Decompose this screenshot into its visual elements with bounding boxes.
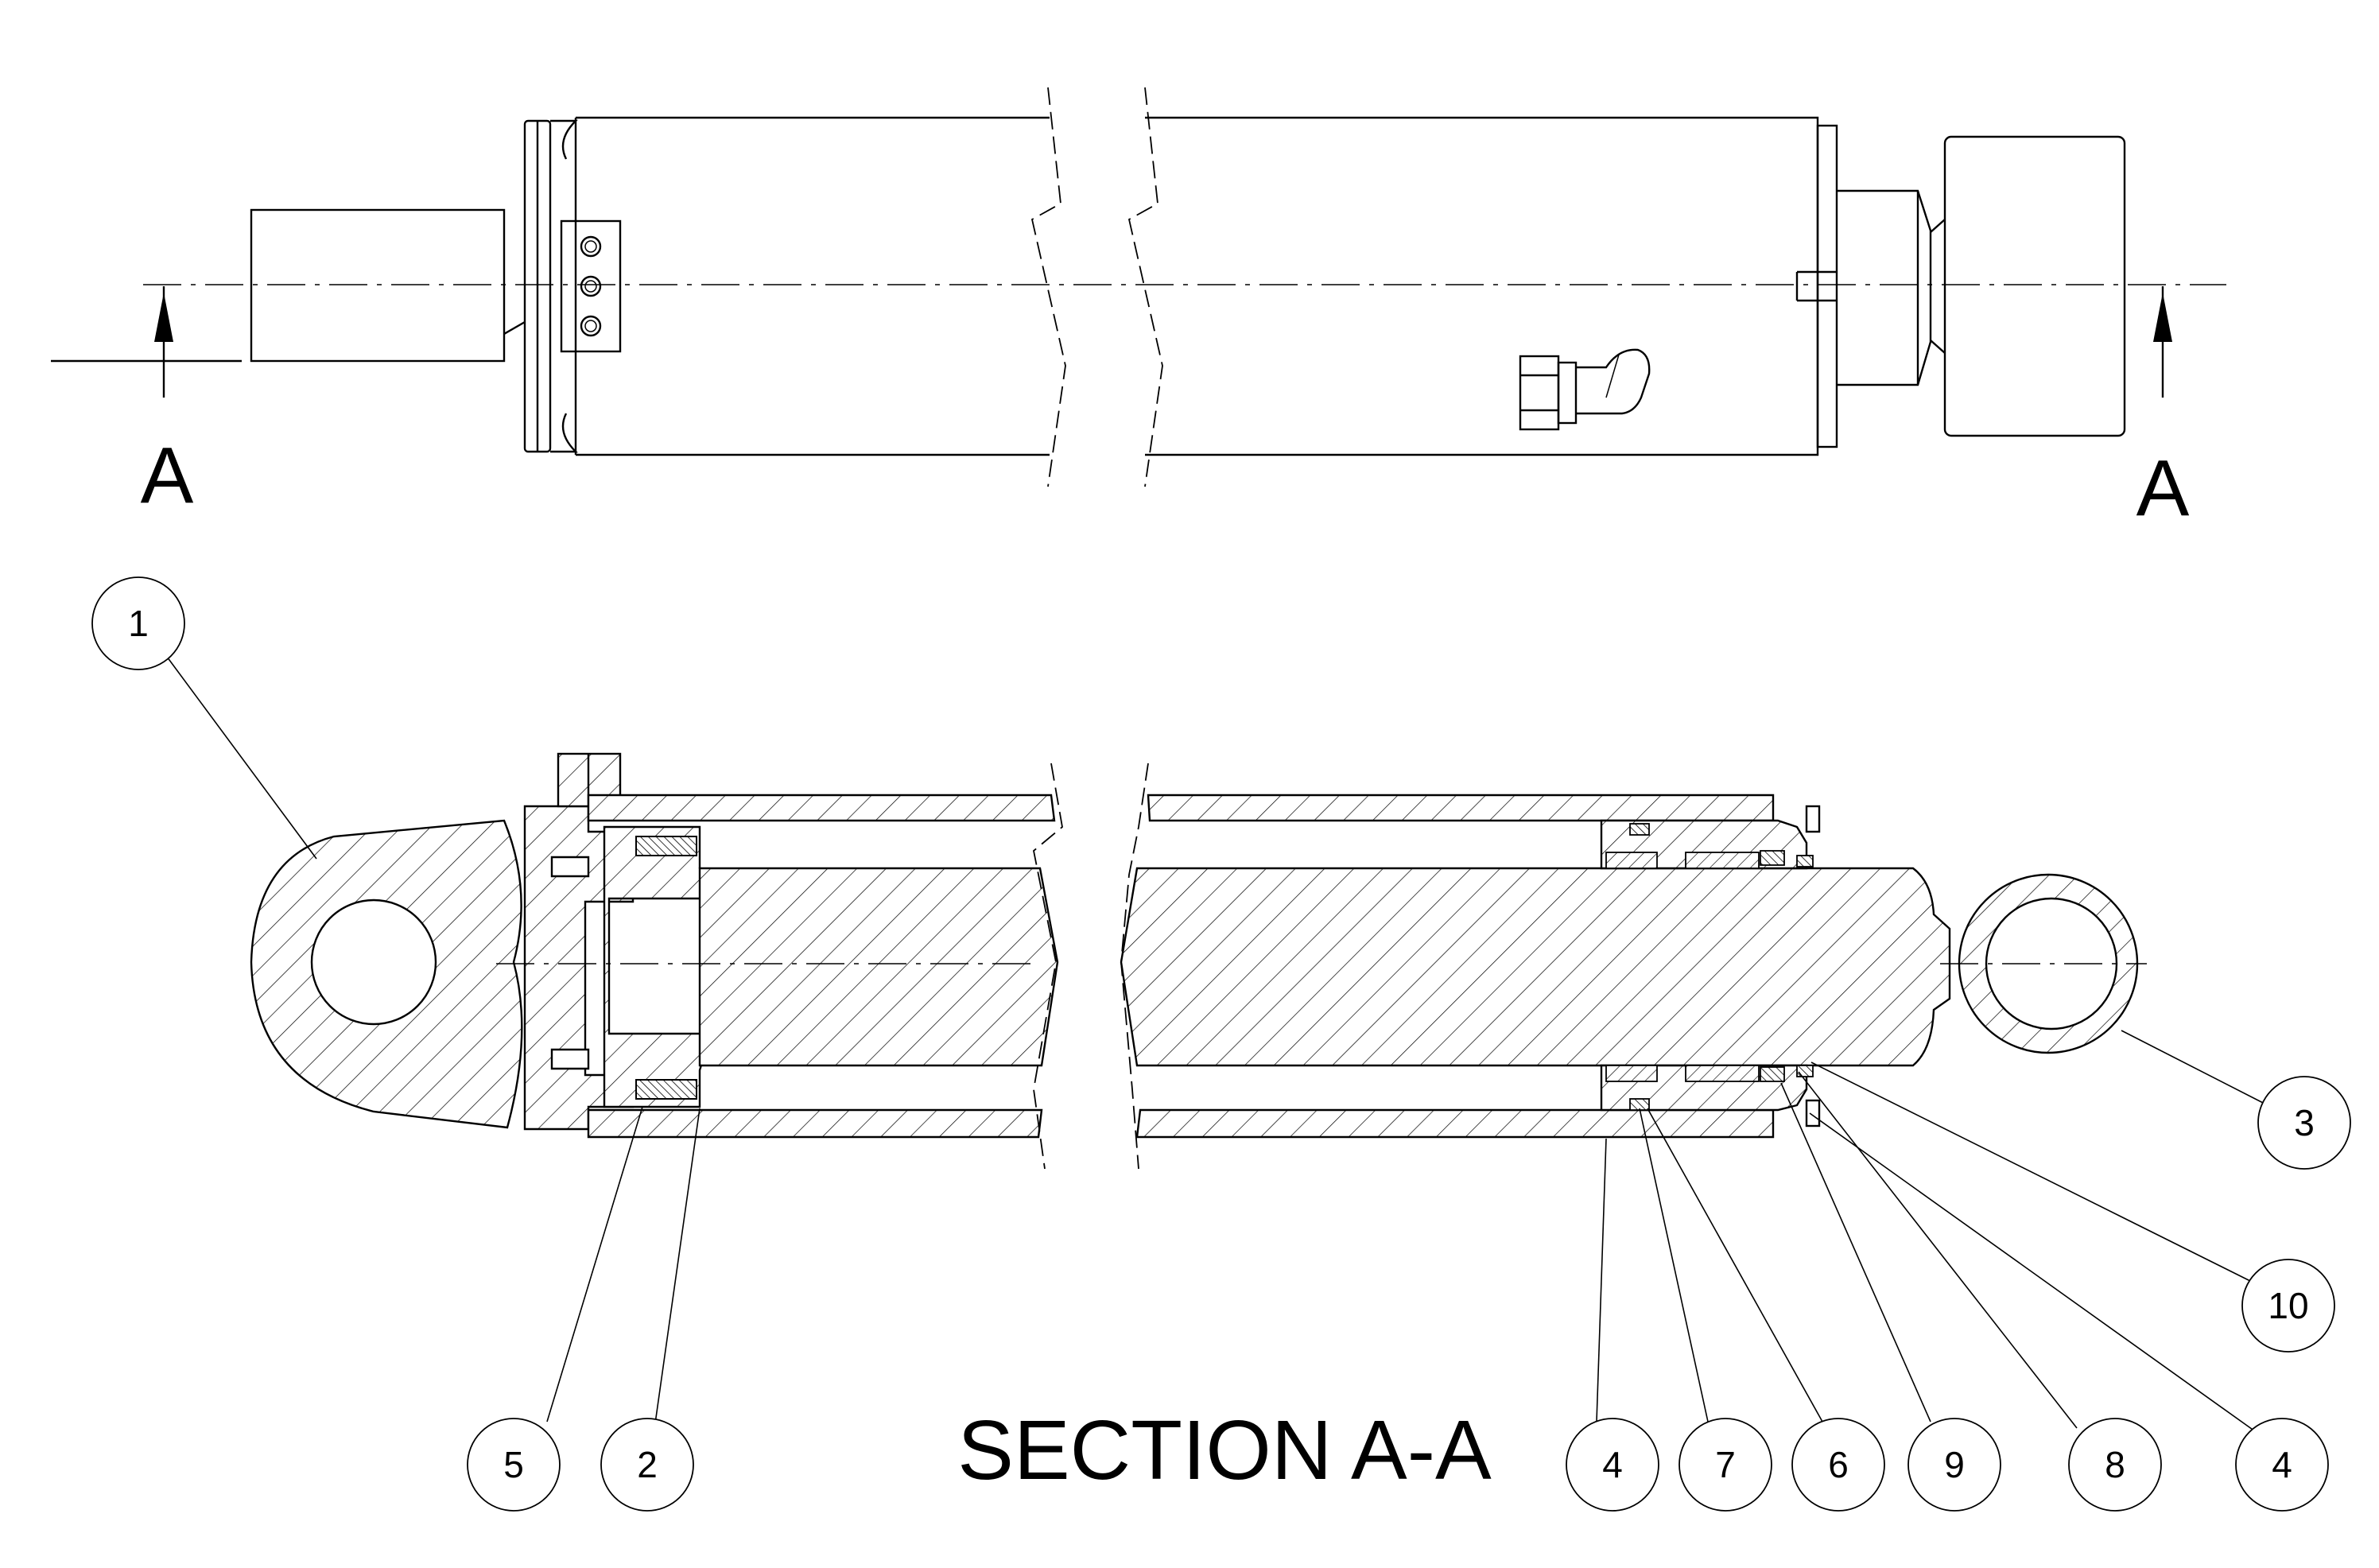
svg-text:5: 5 [503, 1444, 524, 1485]
seal-lower-1 [1629, 1098, 1650, 1111]
seal-upper-1 [1629, 823, 1650, 836]
leader-lines [166, 656, 2268, 1432]
item-balloon: 10 [2241, 1259, 2335, 1353]
item-balloon: 2 [600, 1418, 694, 1512]
exterior-view: A A [51, 87, 2226, 533]
left-clevis-block [250, 208, 506, 363]
barrel-right [1145, 116, 1819, 456]
piston-rod-exterior [1837, 189, 1932, 386]
svg-text:4: 4 [2272, 1444, 2292, 1485]
barrel-upper-wall [587, 794, 1056, 822]
item-balloon: 3 [2257, 1076, 2351, 1170]
bushing-upper-2 [1685, 852, 1760, 869]
bushing-lower-2 [1685, 1065, 1760, 1082]
piston-seal-lower [635, 1079, 697, 1100]
item-balloon: 8 [2068, 1418, 2162, 1512]
svg-text:6: 6 [1828, 1444, 1849, 1485]
item-balloon: 4 [2235, 1418, 2329, 1512]
svg-text:1: 1 [128, 603, 149, 644]
svg-text:10: 10 [2268, 1285, 2308, 1326]
barrel-lower-wall [587, 1108, 1043, 1139]
svg-text:7: 7 [1715, 1444, 1736, 1485]
port-block [560, 219, 622, 353]
piston [603, 825, 704, 1108]
item-balloon: 1 [91, 576, 185, 670]
svg-text:4: 4 [1602, 1444, 1623, 1485]
hydraulic-fitting [1519, 348, 1651, 431]
bushing-lower [1605, 1065, 1658, 1082]
svg-text:9: 9 [1944, 1444, 1965, 1485]
piston-rod [698, 867, 1059, 1067]
section-arrow-right [2153, 286, 2172, 398]
seal-upper-2 [1760, 850, 1785, 866]
bushing-upper [1605, 852, 1658, 869]
item-balloon: 7 [1678, 1418, 1772, 1512]
seal-lower-3 [1796, 1065, 1814, 1077]
rod-eye-end [1943, 135, 2126, 437]
seal-lower-2 [1760, 1066, 1785, 1082]
section-title: SECTION A-A [957, 1403, 1492, 1497]
section-label-right: A [2136, 444, 2190, 533]
item-balloon: 6 [1791, 1418, 1885, 1512]
piston-seal-upper [635, 836, 697, 856]
clevis-pin-hole [310, 898, 437, 1026]
seal-upper-3 [1796, 855, 1814, 867]
item-balloon: 9 [1907, 1418, 2001, 1512]
item-balloon: 5 [467, 1418, 561, 1512]
svg-text:2: 2 [637, 1444, 658, 1485]
svg-text:3: 3 [2294, 1102, 2315, 1143]
barrel-left [574, 116, 1050, 456]
head-flange [1816, 124, 1838, 448]
svg-text:8: 8 [2105, 1444, 2125, 1485]
section-view [250, 752, 2147, 1170]
section-label-left: A [141, 431, 194, 520]
item-balloon: 4 [1566, 1418, 1659, 1512]
section-arrow-left [51, 286, 242, 398]
